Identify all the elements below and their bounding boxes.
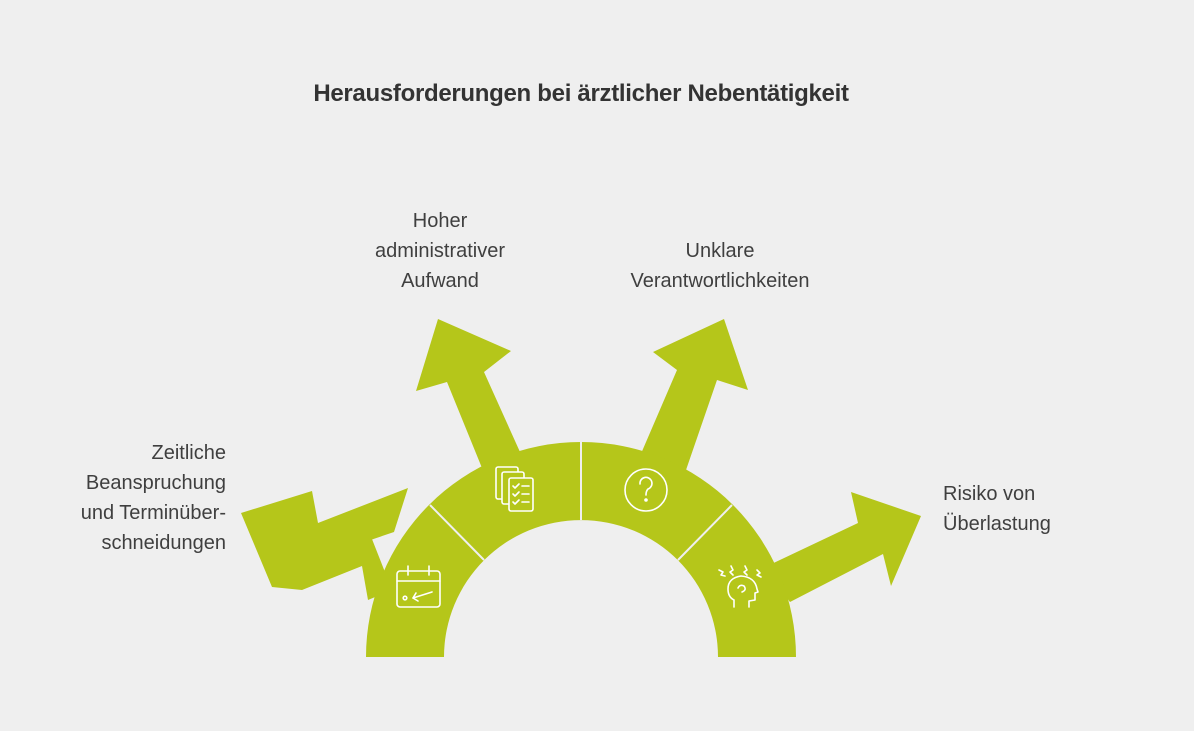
label-line: schneidungen: [101, 532, 226, 554]
half-ring: [366, 442, 796, 657]
label-line: Verantwortlichkeiten: [630, 270, 810, 292]
documents-checklist-icon: [495, 466, 534, 512]
label-line: administrativer: [374, 240, 506, 262]
label-admin-effort: Hoher administrativer Aufwand: [340, 206, 540, 296]
label-line: Überlastung: [943, 513, 1051, 535]
arrow-4: [763, 492, 921, 602]
label-line: Beanspruchung: [85, 472, 226, 494]
arrow-3: [640, 319, 748, 470]
label-line: Unklare: [685, 240, 755, 262]
label-line: Zeitliche: [151, 442, 226, 464]
label-line: Hoher: [412, 210, 468, 232]
stressed-head-icon: [718, 565, 762, 608]
label-line: und Terminüber-: [80, 502, 226, 524]
label-line: Risiko von: [943, 483, 1036, 505]
arrow-1: [241, 488, 408, 600]
question-circle-icon: [624, 468, 668, 512]
label-time-burden: Zeitliche Beanspruchung und Terminüber- …: [81, 438, 226, 558]
page-title: Herausforderungen bei ärztlicher Nebentä…: [313, 80, 849, 107]
arrow-2: [416, 319, 520, 468]
label-line: Aufwand: [401, 270, 479, 292]
label-overload-risk: Risiko von Überlastung: [943, 479, 1051, 539]
label-unclear-responsibilities: Unklare Verantwortlichkeiten: [590, 236, 850, 296]
calendar-icon: [396, 565, 441, 608]
